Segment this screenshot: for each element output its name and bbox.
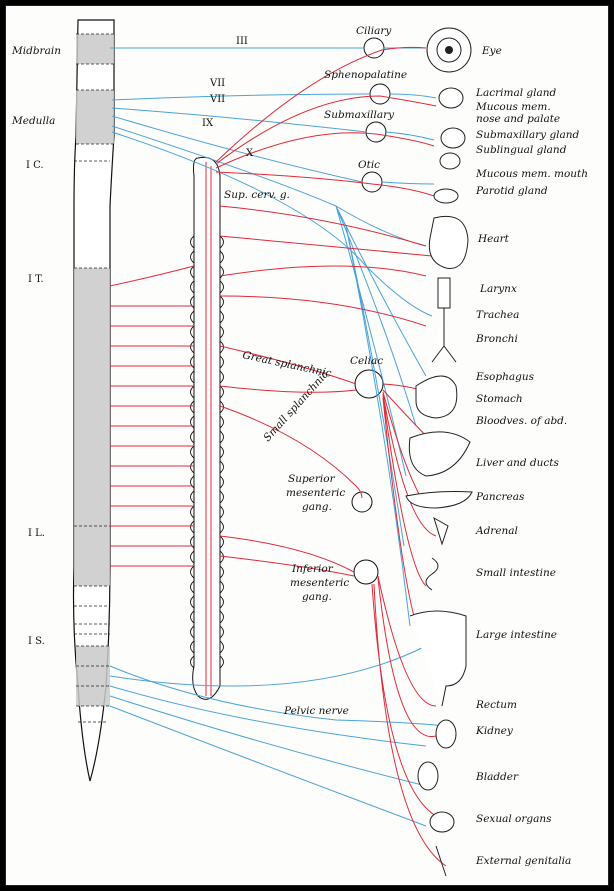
midbrain-region [76,34,114,64]
organ-label-esophagus: Esophagus [475,371,535,383]
sexual-organs-organ [429,811,455,833]
organ-label-kidney: Kidney [475,725,514,737]
otic-ganglion [361,171,383,193]
organ-label-sublingual: Sublingual gland [476,144,567,156]
small-intestine-organ [425,557,439,591]
superior-mesenteric-label-line2: mesenteric [286,487,345,499]
sympathetic-fibers [109,46,447,867]
inferior-mesenteric-label-line1: Inferior [291,563,334,575]
sympathetic-chain [190,156,224,700]
large-intestine-organ [409,610,467,707]
inferior-mesenteric-ganglion [353,559,379,585]
organ-label-rectum: Rectum [475,699,517,711]
organ-label-mucous-mouth: Mucous mem. mouth [475,168,588,180]
cord-labels: Midbrain Medulla I C. I T. I L. I S. [11,45,61,647]
larynx-organ [437,277,451,309]
superior-mesenteric-label-line3: gang. [302,501,332,513]
submaxillary-gland-organ [440,127,466,149]
sphenopalatine-ganglion [369,83,391,105]
eye-organ [426,27,472,73]
submaxillary-label: Submaxillary [324,109,395,121]
external-genitalia-organ [435,845,447,877]
spinal-cord [72,19,115,782]
nerve-IX-label: IX [202,118,214,129]
ciliary-ganglion [363,37,385,59]
nerve-VII-second-label: VII [209,94,225,105]
sup-cerv-ganglion-label: Sup. cerv. g. [224,189,290,201]
organ-label-mucous-nose-1: Mucous mem. [475,101,551,113]
kidney-organ [435,719,457,749]
sublingual-gland-organ [439,152,461,170]
celiac-label: Celiac [350,355,383,367]
sacral-label: I S. [28,636,45,647]
nerve-VII-label: VII [209,78,225,89]
inferior-mesenteric-label-line3: gang. [302,591,332,603]
lacrimal-gland-organ [438,87,464,109]
diagram-frame: Midbrain Medulla I C. I T. I L. I S. III… [5,5,609,886]
sphenopalatine-label: Sphenopalatine [324,69,407,81]
ciliary-label: Ciliary [356,25,392,37]
organs [405,27,473,877]
midbrain-label: Midbrain [11,45,61,57]
heart-organ [428,215,469,269]
organ-label-pancreas: Pancreas [475,491,525,503]
thoracolumbar-region [74,268,110,586]
parotid-gland-organ [433,188,459,204]
organ-label-parotid: Parotid gland [475,185,548,197]
bladder-organ [417,761,439,791]
otic-label: Otic [358,159,380,171]
organ-label-trachea: Trachea [476,309,519,321]
organ-label-heart: Heart [477,233,510,245]
organ-label-submaxillary: Submaxillary gland [476,129,580,141]
submaxillary-ganglion [365,121,387,143]
organ-labels: Eye Lacrimal gland Mucous mem. nose and … [475,45,588,867]
lumbar-label: I L. [28,528,45,539]
organ-label-lacrimal: Lacrimal gland [475,87,557,99]
organ-label-small-intestine: Small intestine [476,567,556,579]
organ-label-sexual-organs: Sexual organs [476,813,552,825]
pelvic-nerve-label: Pelvic nerve [283,705,349,717]
organ-label-bladder: Bladder [475,771,519,783]
organ-label-bronchi: Bronchi [475,333,518,345]
cervical-label: I C. [26,160,44,171]
nerve-III-label: III [236,36,248,47]
cranial-ganglia [361,37,391,193]
organ-label-eye: Eye [481,45,502,57]
organ-label-larynx: Larynx [479,283,517,295]
small-splanchnic-label: Small splanchnic [261,369,331,444]
nerve-X-label: X [246,148,254,159]
pancreas-organ [405,491,473,509]
nerve-labels: Great splanchnic Small splanchnic Pelvic… [241,349,348,717]
liver-organ [408,431,471,477]
bronchi-organ [431,308,457,363]
organ-label-stomach: Stomach [476,393,523,405]
autonomic-nervous-system-diagram: Midbrain Medulla I C. I T. I L. I S. III… [11,19,588,877]
organ-label-liver: Liver and ducts [475,457,559,469]
organ-label-bloodvessels: Bloodves. of abd. [475,415,567,427]
superior-mesenteric-label-line1: Superior [288,473,336,485]
thoracic-label: I T. [28,274,44,285]
ganglion-labels: Ciliary Sphenopalatine Submaxillary Otic… [224,25,407,603]
superior-mesenteric-ganglion [351,491,373,513]
organ-label-external-genitalia: External genitalia [475,855,571,867]
medulla-region [76,90,114,144]
cranial-nerve-labels: III VII VII IX X [202,36,254,159]
adrenal-organ [433,516,449,546]
stomach-organ [415,375,458,419]
medulla-label: Medulla [11,115,55,127]
parasympathetic-fibers [109,47,447,827]
organ-label-adrenal: Adrenal [475,525,518,537]
organ-label-large-intestine: Large intestine [475,629,557,641]
sacral-region [76,646,110,706]
organ-label-mucous-nose-2: nose and palate [476,113,560,125]
inferior-mesenteric-label-line2: mesenteric [290,577,349,589]
